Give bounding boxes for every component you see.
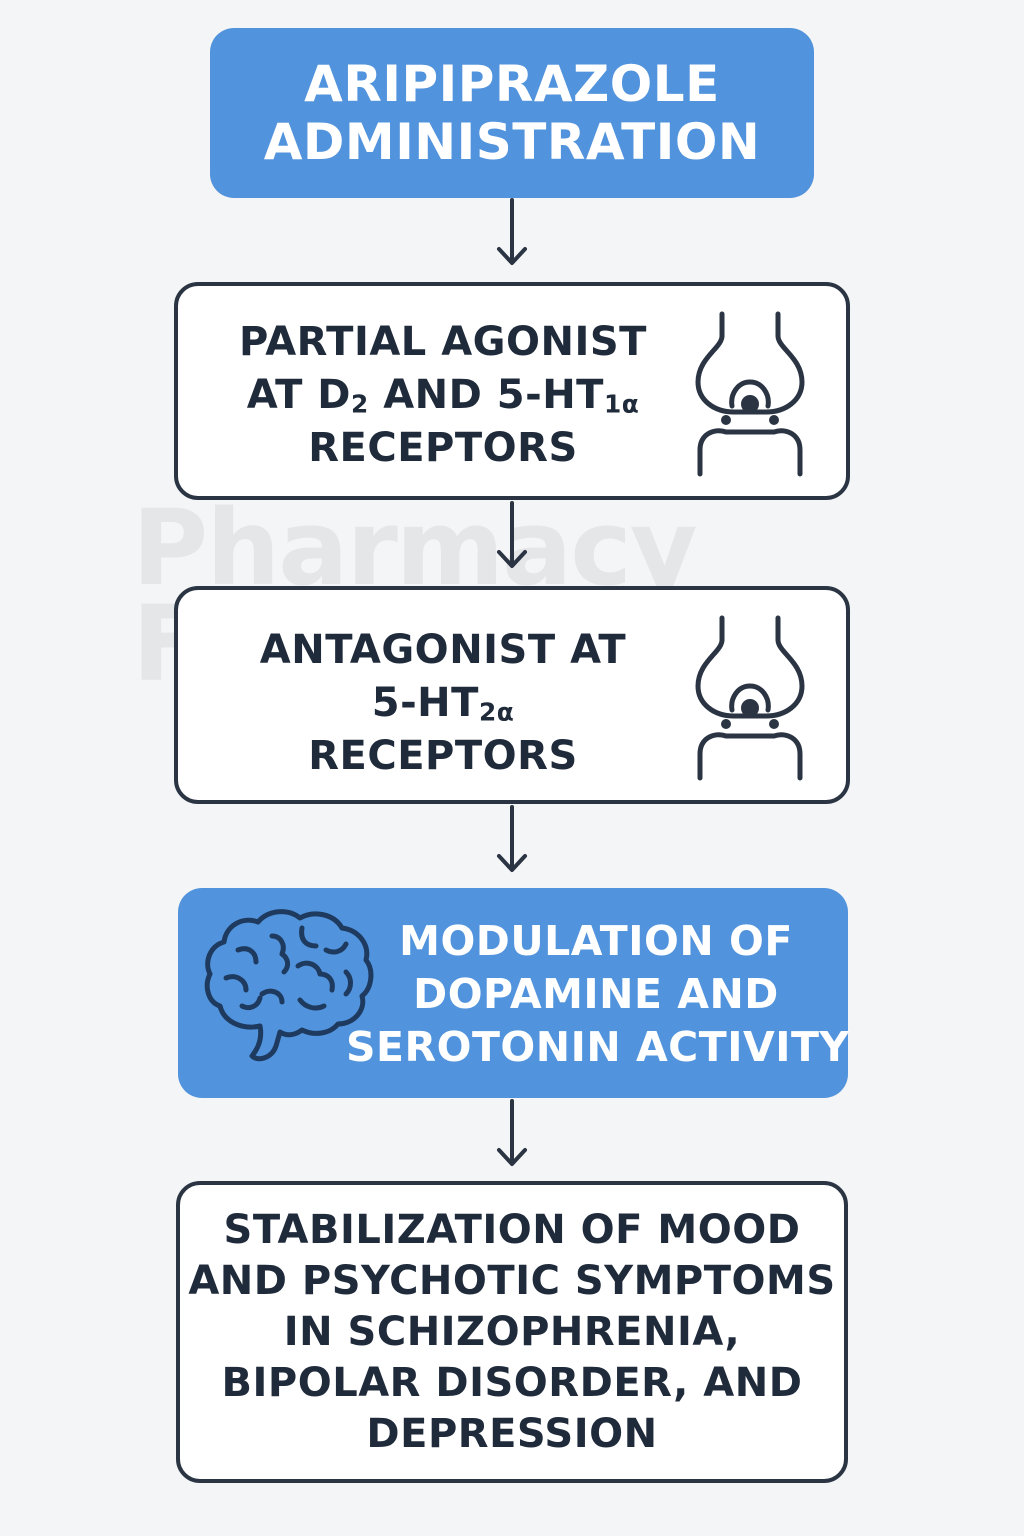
antagonist-text: ANTAGONIST AT 5-HT2α RECEPTORS (208, 624, 678, 783)
partial-agonist-line-3: RECEPTORS (308, 425, 578, 471)
modulation-line-3: SEROTONIN ACTIVITY (346, 1023, 850, 1071)
d2-subscript: 2 (351, 389, 369, 419)
modulation-step: MODULATION OF DOPAMINE AND SEROTONIN ACT… (178, 888, 850, 1098)
stabilization-text: STABILIZATION OF MOOD AND PSYCHOTIC SYMP… (188, 1205, 835, 1460)
flow-arrow-3 (497, 805, 527, 872)
receptor-icon (695, 311, 805, 477)
stabilization-line-3: IN SCHIZOPHRENIA, (283, 1308, 741, 1355)
receptor-icon (695, 615, 805, 781)
antagonist-line-3: RECEPTORS (308, 733, 578, 779)
stabilization-line-2: AND PSYCHOTIC SYMPTOMS (188, 1257, 836, 1304)
ht2a-subscript: 2α (478, 697, 515, 727)
antagonist-line-2: 5-HT2α (208, 677, 678, 730)
modulation-text: MODULATION OF DOPAMINE AND SEROTONIN ACT… (346, 915, 850, 1074)
administration-line-1: ARIPIPRAZOLE (304, 55, 720, 113)
modulation-line-1: MODULATION OF (399, 917, 793, 965)
ht1a-subscript: 1α (603, 389, 640, 419)
brain-icon (204, 909, 374, 1062)
stabilization-line-1: STABILIZATION OF MOOD (223, 1206, 801, 1253)
stabilization-step: STABILIZATION OF MOOD AND PSYCHOTIC SYMP… (176, 1181, 848, 1483)
line2-mid: AND 5-HT (368, 372, 604, 418)
partial-agonist-text: PARTIAL AGONIST AT D2 AND 5-HT1α RECEPTO… (208, 316, 678, 475)
partial-agonist-step: PARTIAL AGONIST AT D2 AND 5-HT1α RECEPTO… (174, 282, 850, 500)
partial-agonist-line-1: PARTIAL AGONIST (239, 319, 647, 365)
flow-arrow-1 (497, 198, 527, 265)
stabilization-line-5: DEPRESSION (366, 1410, 658, 1457)
modulation-line-2: DOPAMINE AND (413, 970, 779, 1018)
antagonist-line2-prefix: 5-HT (371, 680, 479, 726)
administration-line-2: ADMINISTRATION (263, 113, 761, 171)
administration-text: ARIPIPRAZOLE ADMINISTRATION (264, 55, 761, 171)
stabilization-line-4: BIPOLAR DISORDER, AND (221, 1359, 803, 1406)
flow-arrow-4 (497, 1099, 527, 1166)
flow-arrow-2 (497, 501, 527, 568)
line2-prefix: AT D (246, 372, 351, 418)
watermark-line-1: Pharmacy (132, 487, 698, 609)
antagonist-line-1: ANTAGONIST AT (259, 627, 627, 673)
administration-step: ARIPIPRAZOLE ADMINISTRATION (210, 28, 814, 198)
partial-agonist-line-2: AT D2 AND 5-HT1α (208, 369, 678, 422)
